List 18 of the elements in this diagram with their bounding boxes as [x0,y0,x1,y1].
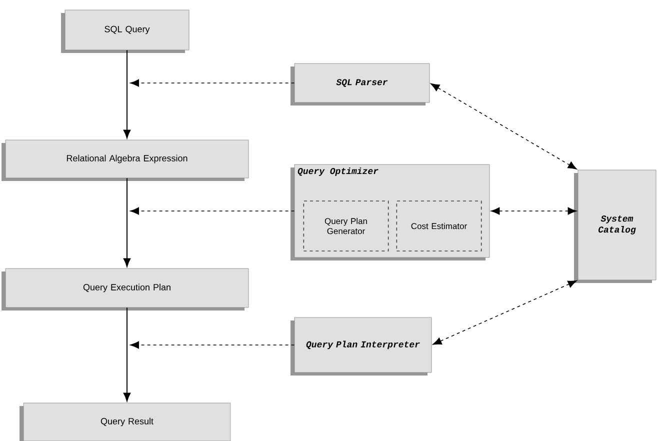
arrow [123,307,131,402]
process-box: Relational Algebra Expression [2,140,249,181]
process-box: Query Result [20,402,231,441]
subcomponent-box: Cost Estimator [396,200,482,252]
arrow [130,341,295,349]
process-box: SQL Query [61,10,190,53]
component-box: SQL Parser [290,63,430,106]
arrow [123,178,131,267]
subcomponent-box: Query Plan Generator [303,200,389,252]
arrow [130,207,295,215]
process-box: Query Execution Plan [2,268,249,310]
component-box: Query Plan Interpreter [290,317,432,376]
arrow [130,79,295,87]
arrow [123,50,131,138]
arrow [430,83,577,170]
component-box: System Catalog [574,170,656,283]
arrow [490,207,577,215]
arrow [432,280,577,345]
